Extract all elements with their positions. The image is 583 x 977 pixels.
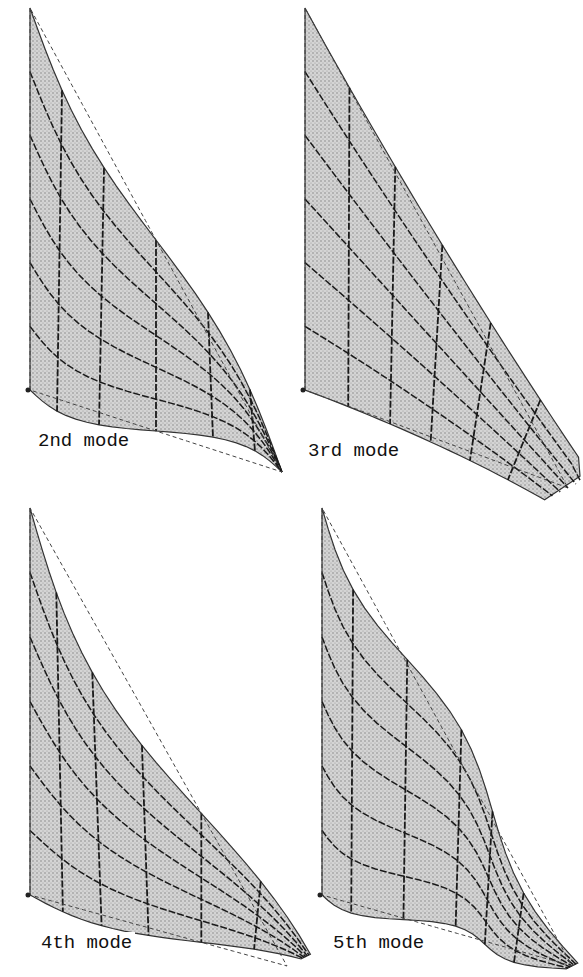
- mesh-line: [305, 135, 576, 484]
- plate-mode-plot: [301, 8, 581, 500]
- mesh-line: [30, 263, 282, 472]
- mesh-line: [305, 72, 580, 481]
- mesh-line: [322, 702, 572, 967]
- deformed-plate: [305, 8, 580, 500]
- deformed-plate: [322, 508, 578, 969]
- mesh-line: [305, 263, 560, 492]
- mesh-line: [30, 72, 282, 472]
- support-mark: [26, 893, 31, 898]
- plate-mode-plot: [26, 508, 311, 966]
- mesh-line: [30, 135, 282, 472]
- undeformed-outline: [30, 8, 282, 472]
- mesh-line: [30, 766, 304, 957]
- mode-caption: 5th mode: [330, 932, 427, 954]
- mesh-line: [322, 766, 570, 967]
- mesh-line: [322, 831, 568, 968]
- mesh-line: [305, 199, 568, 488]
- mesh-line: [30, 831, 303, 959]
- mesh-line: [305, 326, 552, 495]
- undeformed-outline: [30, 508, 287, 966]
- mesh-line: [322, 637, 574, 965]
- plate-mode-plot: [318, 508, 578, 969]
- mesh-line: [30, 637, 307, 956]
- mode-caption: 4th mode: [38, 932, 135, 954]
- deformed-plate: [30, 8, 282, 472]
- mesh-line: [30, 326, 282, 472]
- support-mark: [301, 388, 306, 393]
- mode-caption: 3rd mode: [305, 440, 402, 462]
- undeformed-outline: [305, 8, 568, 488]
- mode-caption: 2nd mode: [35, 430, 132, 452]
- support-mark: [318, 893, 323, 898]
- mesh-line: [322, 573, 576, 965]
- deformed-plate: [30, 508, 310, 959]
- plate-mode-plot: [26, 8, 283, 472]
- undeformed-outline: [322, 508, 572, 966]
- mesh-line: [470, 323, 491, 461]
- mesh-line: [30, 573, 309, 956]
- mesh-line: [30, 702, 306, 957]
- support-mark: [26, 388, 31, 393]
